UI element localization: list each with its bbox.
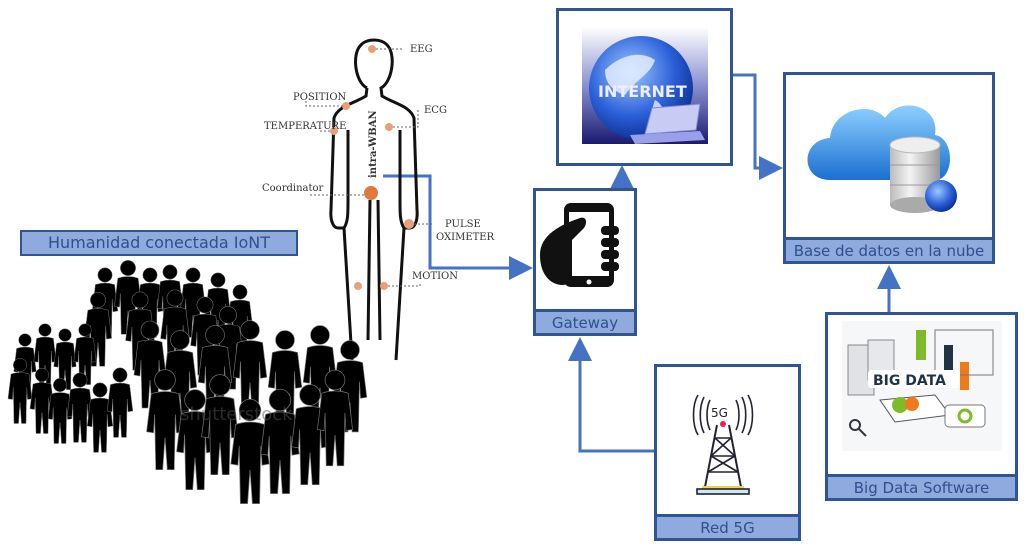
sensor-label-ecg: ECG (424, 105, 447, 116)
crowd-person (86, 382, 114, 453)
sensor-label-pulse: PULSE (445, 219, 481, 230)
gateway-node[interactable]: Gateway (533, 188, 637, 336)
crowd-person (106, 367, 134, 438)
sensor-label-temperature: TEMPERATURE (264, 121, 346, 132)
connector-body-to-gateway (383, 174, 533, 280)
big-data-node[interactable]: Big Data Software (825, 312, 1018, 501)
connector-internet-to-cloud (733, 73, 783, 180)
crowd-person (47, 378, 73, 444)
big-data-image-text: BIG DATA (873, 373, 946, 389)
cloud-database-label: Base de datos en la nube (786, 237, 992, 261)
red-5g-node[interactable]: Red 5G (654, 364, 801, 541)
crowd-silhouettes (7, 260, 368, 504)
intra-wban-label: intra-WBAN (368, 110, 379, 178)
big-data-illustration-icon: BIG DATA (842, 321, 1002, 451)
sensor-label-eeg: EEG (410, 44, 433, 55)
crowd-person (66, 372, 94, 443)
cloud-database-node[interactable]: Base de datos en la nube (783, 72, 995, 264)
gateway-label: Gateway (536, 309, 634, 333)
crowd-person (7, 358, 33, 424)
human-body-figure (329, 38, 419, 361)
sensor-leader-lines (305, 48, 432, 287)
crowd-person (260, 388, 300, 494)
crowd-label: Humanidad conectada IoNT (20, 230, 298, 256)
sensor-label-oximeter: OXIMETER (436, 232, 495, 243)
big-data-label: Big Data Software (828, 474, 1015, 498)
5g-tower-icon (692, 394, 754, 495)
internet-node[interactable] (556, 8, 733, 166)
crowd-person (230, 398, 270, 504)
sensor-markers (330, 45, 414, 290)
crowd-person (53, 328, 77, 390)
sensor-label-motion: MOTION (412, 271, 458, 282)
hand-phone-icon (540, 203, 619, 287)
5g-image-text: 5G (711, 406, 728, 420)
cloud-database-icon (807, 105, 957, 213)
crowd-person (146, 369, 184, 471)
crowd-person (317, 369, 353, 467)
internet-image-text: INTERNET (598, 82, 687, 101)
crowd-watermark: shutterstock (180, 404, 293, 425)
sensor-label-position: POSITION (293, 92, 347, 103)
crowd-person (232, 320, 268, 413)
crowd-label-text: Humanidad conectada IoNT (47, 233, 271, 252)
connector-5g-to-gateway (568, 337, 654, 453)
red-5g-label: Red 5G (657, 514, 798, 538)
sensor-label-coordinator: Coordinator (262, 183, 324, 194)
internet-globe-icon: INTERNET (582, 27, 708, 144)
